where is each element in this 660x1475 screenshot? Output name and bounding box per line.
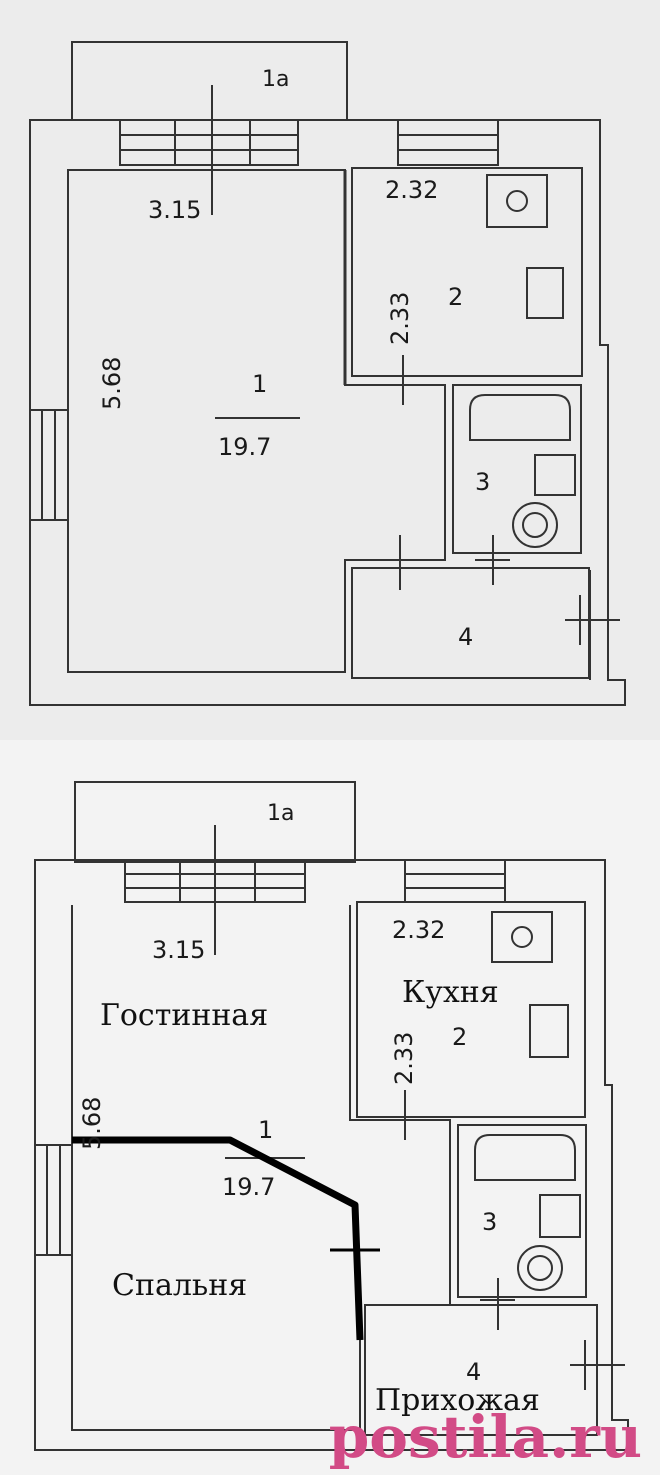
label-room1-number: 1: [258, 1116, 273, 1144]
label-dim-top-left: 3.15: [148, 196, 201, 224]
label-room3-number: 3: [482, 1208, 497, 1236]
room-name-hall: Прихожая: [375, 1383, 540, 1418]
stove: [486, 174, 548, 228]
label-room1-area: 19.7: [222, 1173, 275, 1201]
watermark-text: postila.ru: [328, 1403, 642, 1471]
toilet: [512, 502, 558, 548]
label-room2-number: 2: [448, 283, 463, 311]
bathroom-walls: [452, 384, 582, 554]
kitchen-walls: [351, 167, 583, 377]
watermark: postila.ru: [329, 1403, 642, 1471]
toilet: [517, 1245, 563, 1291]
label-dim-kitchen-height: 2.33: [386, 292, 414, 345]
label-balcony: 1а: [262, 67, 289, 92]
label-room4-number: 4: [466, 1358, 481, 1386]
living-room-walls: [71, 905, 361, 1431]
washbasin: [539, 1194, 581, 1238]
balcony-outline: [71, 41, 348, 121]
label-room1-number: 1: [252, 370, 267, 398]
bathroom-walls: [457, 1124, 587, 1298]
washbasin: [534, 454, 576, 496]
window-kitchen: [404, 859, 506, 903]
label-dim-left: 5.68: [98, 357, 126, 410]
room-name-kitchen: Кухня: [402, 975, 499, 1010]
new-partition-wall: [72, 1136, 364, 1341]
label-balcony: 1а: [267, 801, 294, 826]
window-left: [34, 1144, 73, 1256]
floor-plan-drawing: 1а 3.15 2.32 2.33 5.68 1 19.7 2 3 4: [29, 41, 626, 706]
label-dim-kitchen-height: 2.33: [390, 1032, 418, 1085]
label-room4-number: 4: [458, 623, 473, 651]
sink: [526, 267, 564, 319]
label-dim-kitchen-width: 2.32: [385, 176, 438, 204]
label-room2-number: 2: [452, 1023, 467, 1051]
floor-plan-original: 1а 3.15 2.32 2.33 5.68 1 19.7 2 3 4: [0, 0, 660, 740]
bathtub: [474, 1134, 576, 1181]
label-dim-top-left: 3.15: [152, 936, 205, 964]
label-room3-number: 3: [475, 468, 490, 496]
living-room-walls: [67, 169, 446, 673]
hall-walls: [364, 1304, 598, 1436]
label-dim-left: 5.68: [78, 1097, 106, 1150]
sink: [529, 1004, 569, 1058]
room-name-bedroom: Спальня: [112, 1268, 247, 1303]
floor-plan-drawing-annotated: 1а 3.15 2.32 2.33 5.68 1 19.7 2 3 4 Гост…: [34, 781, 629, 1451]
floor-plan-annotated: 1а 3.15 2.32 2.33 5.68 1 19.7 2 3 4 Гост…: [0, 740, 660, 1475]
outer-wall: [34, 859, 629, 1451]
label-dim-kitchen-width: 2.32: [392, 916, 445, 944]
outer-wall: [29, 119, 626, 706]
label-room1-area: 19.7: [218, 433, 271, 461]
window-kitchen: [397, 119, 499, 166]
stove: [491, 911, 553, 963]
window-left: [29, 409, 69, 521]
window-top-left: [119, 119, 299, 166]
room-name-living: Гостинная: [100, 998, 268, 1033]
bathtub: [469, 394, 571, 441]
